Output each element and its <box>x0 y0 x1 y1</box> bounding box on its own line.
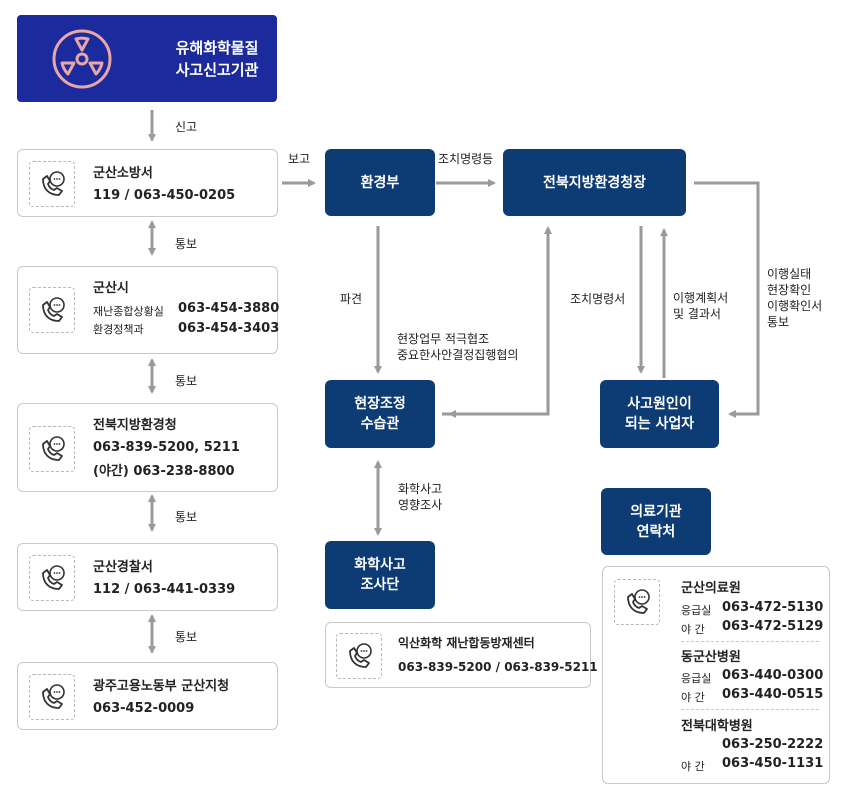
card-number: 063-839-5200, 5211 <box>93 440 240 455</box>
notify-label: 통보 <box>175 630 198 644</box>
node-jeonbuk-label: 전북지방환경청장 <box>542 174 647 191</box>
card-name: 군산시 <box>93 281 129 296</box>
contact-card-fire: 군산소방서 119 / 063-450-0205 <box>17 149 278 217</box>
phone-icon <box>29 674 75 720</box>
phone-icon <box>614 579 660 625</box>
phone-icon <box>29 161 75 207</box>
card-name: 광주고용노동부 군산지청 <box>93 679 230 694</box>
report-to-moe-label: 보고 <box>288 152 311 166</box>
card-dept: 환경정책과 <box>93 323 144 336</box>
card-dept: 재난종합상황실 <box>93 305 164 318</box>
contact-card-city: 군산시 재난종합상황실 063-454-3880 환경정책과 063-454-3… <box>17 266 280 354</box>
card-number: 063-452-0009 <box>93 701 195 716</box>
phone-icon <box>336 633 382 679</box>
node-field-coordinator: 현장조정 수습관 <box>325 380 435 448</box>
investigation-label: 화학사고 영향조사 <box>398 481 442 513</box>
report-label: 신고 <box>175 120 198 134</box>
header-title-line2: 사고신고기관 <box>175 61 259 79</box>
node-jeonbuk-env-office: 전북지방환경청장 <box>503 149 686 216</box>
card-number: 063-454-3403 <box>178 321 280 336</box>
hospital-name: 동군산병원 <box>681 650 741 665</box>
cooperation-line1: 현장업무 적극협조 <box>397 332 490 346</box>
hospital-row-label: 야 간 <box>681 623 705 636</box>
hospital-row-number: 063-440-0515 <box>722 687 824 702</box>
hospital-row-number: 063-472-5130 <box>722 600 824 615</box>
order2-label: 조치명령서 <box>570 292 626 306</box>
cooperation-label: 현장업무 적극협조 중요한사안결정집행협의 <box>397 331 518 363</box>
divider <box>681 709 819 710</box>
node-investigation-team: 화학사고 조사단 <box>325 541 435 609</box>
investigation-line1: 화학사고 <box>398 482 443 496</box>
node-moe-label: 환경부 <box>360 174 400 191</box>
card-name: 군산소방서 <box>93 166 153 181</box>
header-box: 유해화학물질 사고신고기관 <box>17 15 277 102</box>
card-name: 전북지방환경청 <box>93 418 177 433</box>
arrow-coord-to-jeonbuk <box>442 226 552 416</box>
hospital-row-number: 063-440-0300 <box>722 668 824 683</box>
notify-label: 통보 <box>175 510 198 524</box>
cooperation-line2: 중요한사안결정집행협의 <box>397 348 519 362</box>
check-line: 이행실태 <box>767 267 812 281</box>
contact-card-labor: 광주고용노동부 군산지청 063-452-0009 <box>17 662 278 730</box>
hospital-row-number: 063-472-5129 <box>722 619 824 634</box>
header-title-line1: 유해화학물질 <box>175 39 259 57</box>
check-line: 이행확인서 <box>767 299 823 313</box>
center-name: 익산화학 재난합동방재센터 <box>398 636 535 650</box>
contact-card-iksan-center: 익산화학 재난합동방재센터 063-839-5200 / 063-839-521… <box>325 622 598 688</box>
radiation-icon <box>52 29 112 89</box>
hospital-row-label: 야 간 <box>681 691 705 704</box>
medical-title-line1: 의료기관 <box>630 503 682 520</box>
medical-contacts-card: 군산의료원 응급실 063-472-5130 야 간 063-472-5129 … <box>602 566 830 784</box>
plan-line1: 이행계획서 <box>673 291 729 305</box>
order-label: 조치명령등 <box>438 152 494 166</box>
node-coord-line1: 현장조정 <box>354 396 406 412</box>
check-label: 이행실태 현장확인 이행확인서 통보 <box>767 266 822 330</box>
hospital-name: 전북대학병원 <box>681 719 753 734</box>
hospital-row-label: 야 간 <box>681 760 705 773</box>
check-line: 통보 <box>767 315 790 329</box>
divider <box>681 641 819 642</box>
plan-line2: 및 결과서 <box>673 307 721 321</box>
card-number: (야간) 063-238-8800 <box>93 464 235 479</box>
card-number: 119 / 063-450-0205 <box>93 188 236 203</box>
notify-label: 통보 <box>175 374 198 388</box>
contact-card-police: 군산경찰서 112 / 063-441-0339 <box>17 543 278 611</box>
contact-card-jeonbuk-env: 전북지방환경청 063-839-5200, 5211 (야간) 063-238-… <box>17 403 278 492</box>
hospital-name: 군산의료원 <box>681 581 741 596</box>
card-number: 063-454-3880 <box>178 301 280 316</box>
medical-title: 의료기관 연락처 <box>601 488 711 555</box>
center-number: 063-839-5200 / 063-839-5211 <box>398 660 598 674</box>
phone-icon <box>29 426 75 472</box>
header-title: 유해화학물질 사고신고기관 <box>142 37 292 81</box>
node-team-line2: 조사단 <box>360 577 400 593</box>
node-operator-line1: 사고원인이 <box>627 396 692 412</box>
investigation-line2: 영향조사 <box>398 498 443 512</box>
arrow-jeonbuk-to-operator-check <box>694 181 760 418</box>
node-coord-line2: 수습관 <box>360 416 400 432</box>
node-responsible-operator: 사고원인이 되는 사업자 <box>600 380 719 448</box>
plan-label: 이행계획서 및 결과서 <box>673 290 728 322</box>
dispatch-label: 파견 <box>340 292 363 306</box>
notify-label: 통보 <box>175 237 198 251</box>
node-team-line1: 화학사고 <box>354 557 406 573</box>
node-operator-line2: 되는 사업자 <box>624 416 695 432</box>
node-ministry-of-environment: 환경부 <box>325 149 435 216</box>
hospital-row-label: 응급실 <box>681 672 712 685</box>
phone-icon <box>29 555 75 601</box>
card-number: 112 / 063-441-0339 <box>93 582 236 597</box>
hospital-row-label: 응급실 <box>681 604 712 617</box>
check-line: 현장확인 <box>767 283 812 297</box>
card-name: 군산경찰서 <box>93 560 153 575</box>
medical-title-line2: 연락처 <box>636 523 676 540</box>
hospital-row-number: 063-450-1131 <box>722 756 824 771</box>
hospital-row-number: 063-250-2222 <box>722 737 824 752</box>
phone-icon <box>29 287 75 333</box>
